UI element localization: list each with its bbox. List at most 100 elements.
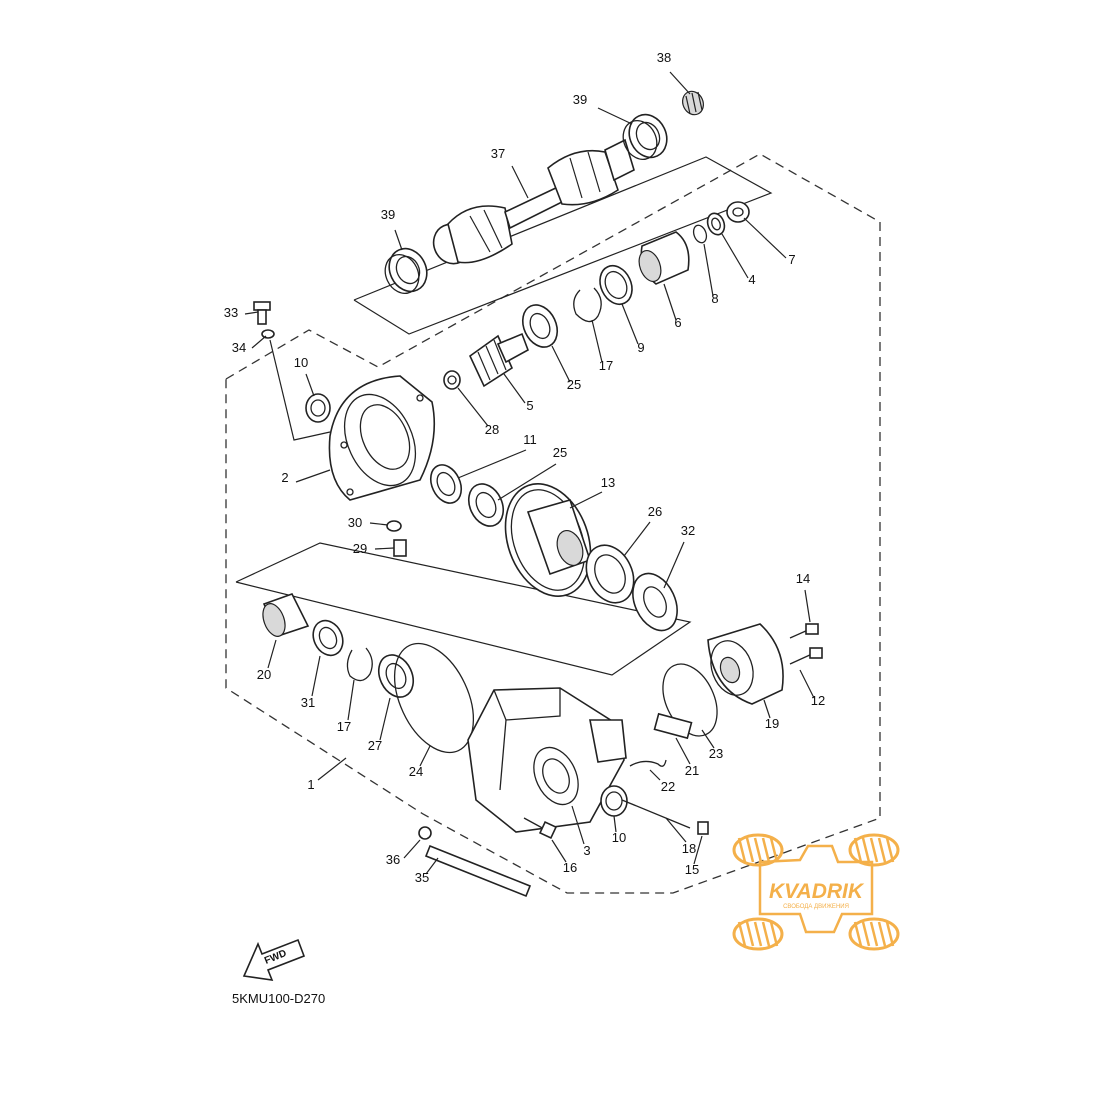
callout-numbers: 3839373974869172552833341021125132632302… — [224, 50, 825, 885]
gear-group-outline — [235, 542, 692, 676]
seal-10-upper — [305, 393, 331, 423]
kvadrik-logo: KVADRIK СВОБОДА ДВИЖЕНИЯ — [732, 833, 900, 951]
o-ring-8 — [692, 224, 708, 244]
callout-27: 27 — [368, 738, 382, 753]
sleeve-20 — [262, 593, 310, 637]
callout-5: 5 — [526, 398, 533, 413]
circlip-17-lower — [346, 647, 373, 682]
callout-31: 31 — [301, 695, 315, 710]
callout-32: 32 — [681, 523, 695, 538]
callout-9: 9 — [637, 340, 644, 355]
group-outlines — [225, 153, 881, 894]
callout-2: 2 — [281, 470, 288, 485]
housing-cover-2 — [253, 301, 436, 557]
logo-name: KVADRIK — [769, 880, 865, 903]
collar-9 — [599, 264, 633, 306]
needle-bearing-31 — [312, 619, 344, 657]
bolt-33 — [253, 301, 271, 325]
drive-shaft-assembly — [384, 90, 704, 294]
callout-20: 20 — [257, 667, 271, 682]
pin-15 — [697, 821, 709, 835]
callout-37: 37 — [491, 146, 505, 161]
callout-7: 7 — [788, 252, 795, 267]
coupling-6 — [638, 231, 690, 285]
callout-3: 3 — [583, 843, 590, 858]
callout-39: 39 — [573, 92, 587, 107]
shim-32 — [632, 572, 678, 632]
circlip-17-upper — [573, 287, 602, 323]
callout-6: 6 — [674, 315, 681, 330]
callout-8: 8 — [711, 291, 718, 306]
logo-wheel-icon — [732, 917, 784, 951]
bearing-39-left — [384, 247, 428, 294]
shim-11 — [429, 464, 463, 504]
callout-34: 34 — [232, 340, 246, 355]
callout-29: 29 — [353, 541, 367, 556]
callout-10: 10 — [294, 355, 308, 370]
callout-12: 12 — [811, 693, 825, 708]
gasket-23 — [662, 663, 718, 737]
callout-30: 30 — [348, 515, 362, 530]
bolt-16 — [523, 817, 558, 840]
pin-36 — [418, 826, 432, 840]
callout-17: 17 — [337, 719, 351, 734]
logo-frame — [758, 844, 874, 934]
spring-22 — [629, 759, 667, 767]
pinion-gear-5 — [468, 332, 529, 388]
washer-30 — [386, 520, 402, 532]
callout-13: 13 — [601, 475, 615, 490]
washer-4 — [706, 212, 726, 236]
bearing-27 — [377, 654, 415, 698]
lower-gear-group — [262, 593, 475, 754]
bracket-21 — [653, 712, 693, 740]
nut-7 — [726, 201, 750, 223]
callout-4: 4 — [748, 272, 755, 287]
cover-19 — [707, 623, 784, 705]
spring-38 — [682, 90, 704, 116]
callout-25: 25 — [553, 445, 567, 460]
bushing-28 — [443, 370, 461, 390]
o-ring-24 — [393, 642, 475, 754]
axle-shaft-group-outline — [353, 156, 773, 335]
logo-tagline: СВОБОДА ДВИЖЕНИЯ — [783, 904, 849, 910]
logo-wheels — [732, 833, 900, 951]
logo-wheel-icon — [848, 917, 900, 951]
callout-38: 38 — [657, 50, 671, 65]
pin-18 — [621, 799, 691, 829]
logo-wheel-icon — [848, 833, 900, 867]
callout-17: 17 — [599, 358, 613, 373]
callout-19: 19 — [765, 716, 779, 731]
forward-arrow: FWD — [242, 938, 306, 981]
callout-28: 28 — [485, 422, 499, 437]
callout-1: 1 — [307, 777, 314, 792]
callout-10: 10 — [612, 830, 626, 845]
pinion-parts — [443, 201, 750, 390]
bolt-12 — [789, 647, 823, 665]
main-housing-3 — [418, 687, 628, 898]
ring-gear-group — [429, 464, 678, 632]
bolt-14 — [789, 623, 819, 639]
callout-23: 23 — [709, 746, 723, 761]
callout-22: 22 — [661, 779, 675, 794]
callout-24: 24 — [409, 764, 423, 779]
callout-36: 36 — [386, 852, 400, 867]
callout-11: 11 — [523, 432, 537, 447]
callout-14: 14 — [796, 571, 810, 586]
diagram-code: 5KMU100-D270 — [232, 991, 325, 1006]
callout-25: 25 — [567, 377, 581, 392]
callout-35: 35 — [415, 870, 429, 885]
shaft-35 — [424, 844, 532, 898]
plug-29 — [393, 539, 407, 557]
callout-16: 16 — [563, 860, 577, 875]
callout-18: 18 — [682, 841, 696, 856]
bearing-25-upper — [521, 304, 559, 348]
leader-lines — [244, 71, 815, 875]
callout-21: 21 — [685, 763, 699, 778]
logo-wheel-icon — [732, 833, 784, 867]
washer-34 — [261, 329, 275, 339]
callout-15: 15 — [685, 862, 699, 877]
ring-gear-13 — [504, 483, 592, 597]
bearing-25-lower — [467, 483, 505, 527]
right-side-parts — [621, 623, 823, 835]
